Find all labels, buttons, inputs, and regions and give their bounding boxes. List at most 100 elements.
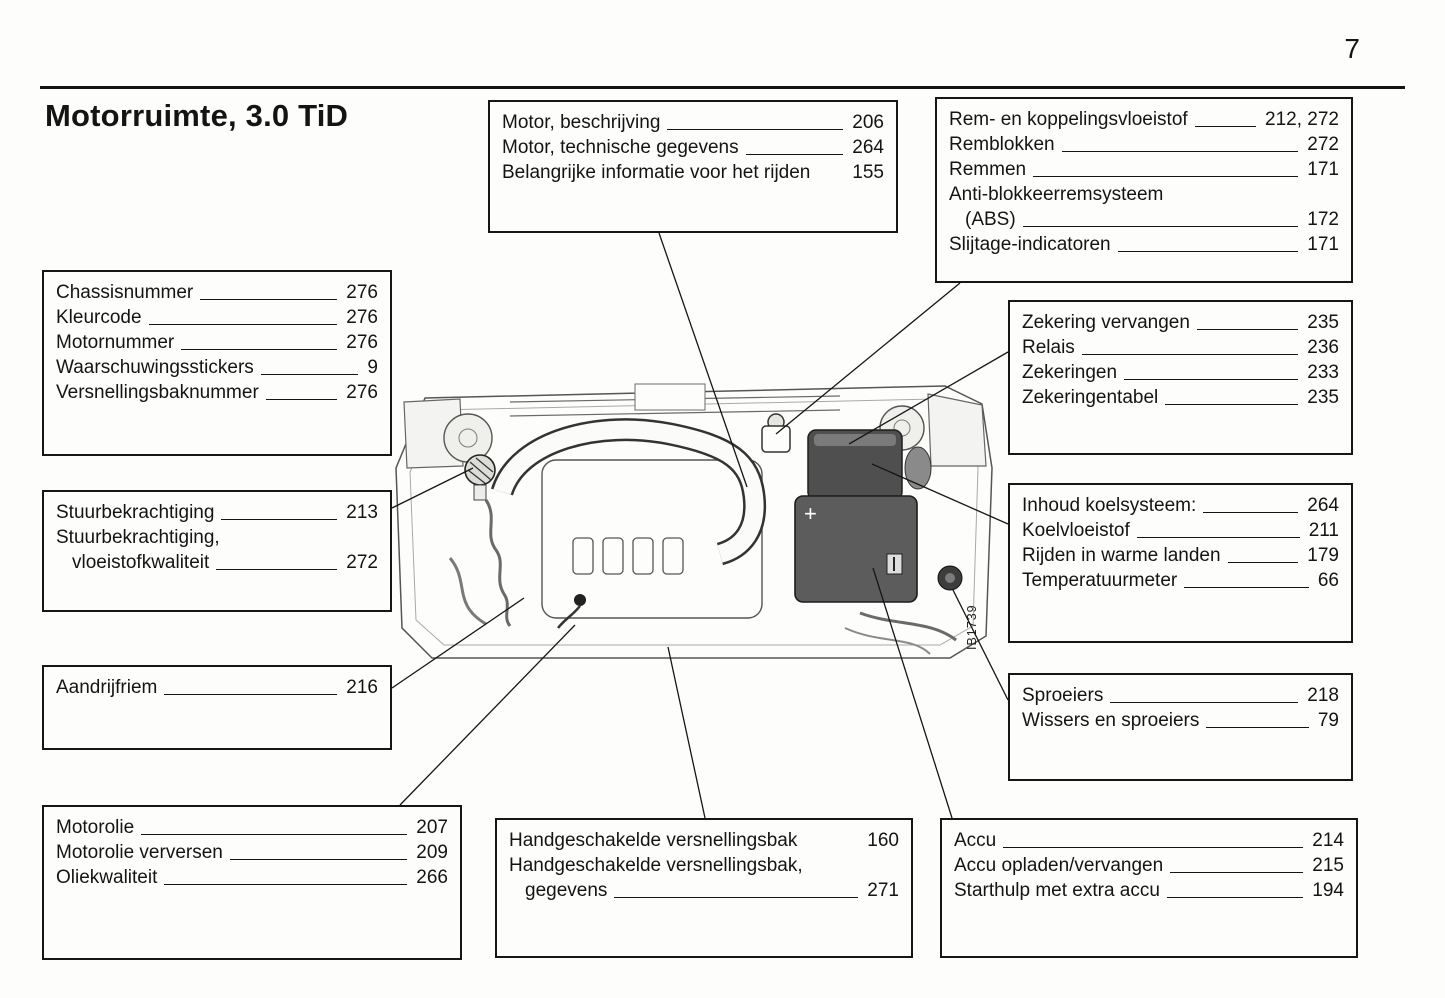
leader-line: [1033, 176, 1299, 177]
index-entry-label: Stuurbekrachtiging: [56, 502, 215, 523]
leader-line: [141, 834, 408, 835]
page-reference: 271: [867, 880, 899, 901]
leader-line: [1136, 537, 1300, 538]
page-title: Motorruimte, 3.0 TiD: [45, 98, 349, 133]
leader-line: [1061, 151, 1299, 152]
page-reference: 213: [346, 502, 378, 523]
leader-line: [200, 299, 338, 300]
page-reference: 235: [1307, 387, 1339, 408]
index-entry-label: Kleurcode: [56, 307, 142, 328]
index-entry-label: Motor, beschrijving: [502, 112, 661, 133]
engine-illustration: + IB1739: [395, 383, 993, 659]
leader-line: [1184, 587, 1309, 588]
leader-line: [1003, 847, 1304, 848]
index-row: (ABS)172: [949, 207, 1339, 232]
page-reference: 218: [1307, 685, 1339, 706]
page-reference: 276: [346, 382, 378, 403]
index-entry-label: Starthulp met extra accu: [954, 880, 1160, 901]
leader-line: [1081, 354, 1299, 355]
leader-line: [181, 349, 338, 350]
index-row: Koelvloeistof 211: [1022, 518, 1339, 543]
leader-line: [1194, 126, 1257, 127]
index-entry-label: gegevens: [525, 880, 608, 901]
index-entry-label: Oliekwaliteit: [56, 867, 158, 888]
index-entry-label: Waarschuwingsstickers: [56, 357, 254, 378]
page-reference: 211: [1308, 520, 1339, 541]
leader-line: [1165, 404, 1299, 405]
index-row: Anti-blokkeerremsysteem: [949, 182, 1339, 207]
leader-line: [1022, 226, 1299, 227]
leader-line: [1196, 329, 1299, 330]
leader-line: [1124, 379, 1299, 380]
leader-line: [216, 569, 338, 570]
air-duct: [904, 446, 932, 490]
index-entry-label: Handgeschakelde versnellingsbak: [509, 830, 798, 851]
index-entry-label: vloeistofkwaliteit: [72, 552, 210, 573]
page-reference: 79: [1317, 710, 1339, 731]
brake-fluid-reservoir: [761, 413, 791, 453]
index-entry-label: Stuurbekrachtiging,: [56, 527, 220, 548]
index-row: Remmen 171: [949, 157, 1339, 182]
index-entry-label: Koelvloeistof: [1022, 520, 1130, 541]
index-entry-label: Anti-blokkeerremsysteem: [949, 184, 1164, 205]
page-reference: 209: [416, 842, 448, 863]
index-entry-label: Sproeiers: [1022, 685, 1104, 706]
leader-line: [148, 324, 338, 325]
page-reference: 214: [1312, 830, 1344, 851]
index-entry-label: Motorolie verversen: [56, 842, 223, 863]
index-entry-label: Zekeringentabel: [1022, 387, 1159, 408]
index-entry-label: Wissers en sproeiers: [1022, 710, 1200, 731]
page-reference: 264: [1307, 495, 1339, 516]
index-row: Sproeiers 218: [1022, 683, 1339, 708]
index-entry-label: Chassisnummer: [56, 282, 194, 303]
page-reference: 207: [416, 817, 448, 838]
page-reference: 171: [1307, 159, 1339, 180]
leader-gap: [810, 160, 852, 185]
leader-line: [164, 884, 408, 885]
index-entry-label: Motor, technische gegevens: [502, 137, 739, 158]
svg-text:+: +: [804, 501, 817, 526]
index-row: Zekeringentabel 235: [1022, 385, 1339, 410]
index-row: Inhoud koelsysteem: 264: [1022, 493, 1339, 518]
leader-line: [1110, 702, 1299, 703]
index-entry-label: Remblokken: [949, 134, 1055, 155]
page-reference: 276: [346, 332, 378, 353]
index-row: Motorolie verversen 209: [56, 840, 448, 865]
leader-line: [260, 374, 359, 375]
index-entry-label: Zekering vervangen: [1022, 312, 1190, 333]
page-number: 7: [1344, 33, 1360, 64]
index-entry-label: Motorolie: [56, 817, 135, 838]
left-strut-tower: [443, 413, 493, 463]
index-row: Stuurbekrachtiging,: [56, 525, 378, 550]
page-reference: 212, 272: [1265, 109, 1339, 130]
index-entry-label: Aandrijfriem: [56, 677, 158, 698]
index-entry-label: Remmen: [949, 159, 1027, 180]
index-entry-label: Versnellingsbaknummer: [56, 382, 259, 403]
page-reference: 233: [1307, 362, 1339, 383]
page-reference: 276: [346, 307, 378, 328]
page-reference: 66: [1317, 570, 1339, 591]
washer-fluid-cap: [937, 565, 963, 591]
leader-line: [1227, 562, 1299, 563]
index-entry-label: Inhoud koelsysteem:: [1022, 495, 1197, 516]
oil-filler-cap: [574, 594, 586, 606]
figure-code: IB1739: [965, 604, 979, 650]
